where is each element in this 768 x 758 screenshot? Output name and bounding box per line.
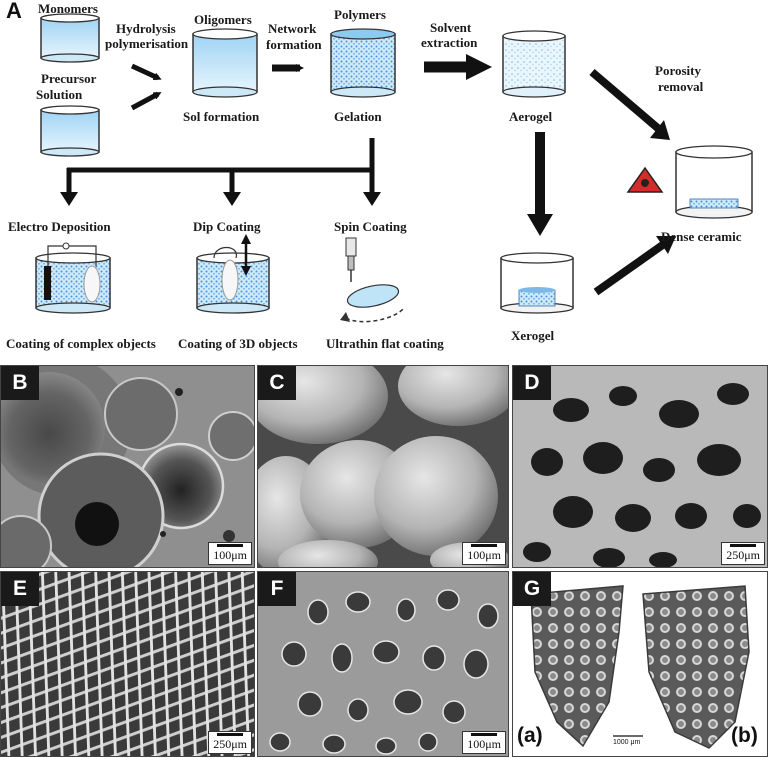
label-oligomers: Oligomers xyxy=(194,12,252,27)
micrograph-b-image xyxy=(1,366,254,567)
label-precursor-2: Solution xyxy=(36,87,83,102)
label-coating-3d: Coating of 3D objects xyxy=(178,336,298,351)
label-porosity-2: removal xyxy=(658,79,704,94)
panel-label-f: F xyxy=(258,572,296,606)
label-electro-deposition: Electro Deposition xyxy=(8,219,111,234)
dip-coating-beaker xyxy=(196,234,270,314)
label-hydrolysis-1: Hydrolysis xyxy=(116,21,176,36)
label-xerogel: Xerogel xyxy=(511,328,555,343)
scale-bar-e: 250μm xyxy=(208,731,252,754)
heat-warning-icon xyxy=(626,166,664,193)
scale-bar-d: 250μm xyxy=(721,542,765,565)
electro-deposition-beaker xyxy=(35,242,111,314)
process-schematic xyxy=(35,13,753,323)
label-porosity-1: Porosity xyxy=(655,63,701,78)
label-sol-formation: Sol formation xyxy=(183,109,260,124)
micrograph-c-image xyxy=(258,366,508,567)
panel-a: A xyxy=(0,0,768,362)
micrograph-f-image xyxy=(258,572,508,756)
gelation-branches xyxy=(60,138,381,206)
label-polymers: Polymers xyxy=(334,7,386,22)
label-dense-ceramic: Dense ceramic xyxy=(661,229,742,244)
label-network-2: formation xyxy=(266,37,322,52)
precursor-beaker xyxy=(40,105,100,157)
micrograph-e-image xyxy=(1,572,254,756)
scale-text-g: 1000 μm xyxy=(613,739,641,746)
dense-ceramic-beaker xyxy=(675,145,753,219)
panel-label-a: A xyxy=(6,0,22,23)
scale-bar-c: 100μm xyxy=(462,542,506,565)
panel-label-c: C xyxy=(258,366,296,400)
label-precursor-1: Precursor xyxy=(41,71,97,86)
micrograph-g-image xyxy=(513,572,767,756)
panel-label-e: E xyxy=(1,572,39,606)
scale-text-d: 250μm xyxy=(726,548,760,562)
scale-text-e: 250μm xyxy=(213,737,247,751)
sublabel-a: (a) xyxy=(517,724,543,747)
sublabel-b: (b) xyxy=(731,724,758,747)
spin-coating-apparatus xyxy=(340,237,405,323)
micrograph-f: F 100μm xyxy=(257,571,509,757)
micrograph-d-image xyxy=(513,366,767,567)
oligomers-beaker xyxy=(192,28,258,98)
micrograph-c: C 100μm xyxy=(257,365,509,568)
arrow-precursor-to-sol xyxy=(130,91,162,111)
label-solvent-1: Solvent xyxy=(430,20,472,35)
polymers-beaker xyxy=(330,28,396,98)
label-coating-complex: Coating of complex objects xyxy=(6,336,156,351)
scale-text-c: 100μm xyxy=(467,548,501,562)
label-aerogel: Aerogel xyxy=(509,109,553,124)
scale-text-f: 100μm xyxy=(467,737,501,751)
panel-label-b: B xyxy=(1,366,39,400)
scale-bar-b: 100μm xyxy=(208,542,252,565)
arrow-xerogel-to-ceramic xyxy=(593,240,667,296)
scale-text-b: 100μm xyxy=(213,548,247,562)
aerogel-beaker xyxy=(502,30,566,98)
monomers-beaker xyxy=(40,13,100,63)
scale-bar-f: 100μm xyxy=(462,731,506,754)
label-monomers: Monomers xyxy=(38,1,98,16)
xerogel-beaker xyxy=(500,252,574,314)
micrograph-d: D 250μm xyxy=(512,365,768,568)
label-dip-coating: Dip Coating xyxy=(193,219,261,234)
label-solvent-2: extraction xyxy=(421,35,478,50)
label-gelation: Gelation xyxy=(334,109,382,124)
label-spin-coating: Spin Coating xyxy=(334,219,407,234)
panel-label-d: D xyxy=(513,366,551,400)
micrograph-b: B 100μm xyxy=(0,365,255,568)
arrow-porosity-removal xyxy=(589,68,663,134)
micrograph-e: E 250μm xyxy=(0,571,255,757)
label-hydrolysis-2: polymerisation xyxy=(105,36,189,51)
arrow-monomer-to-sol xyxy=(130,63,162,81)
label-network-1: Network xyxy=(268,21,317,36)
panel-label-g: G xyxy=(513,572,551,606)
label-ultrathin: Ultrathin flat coating xyxy=(326,336,444,351)
micrograph-g: G (a) (b) 1000 μm xyxy=(512,571,768,757)
